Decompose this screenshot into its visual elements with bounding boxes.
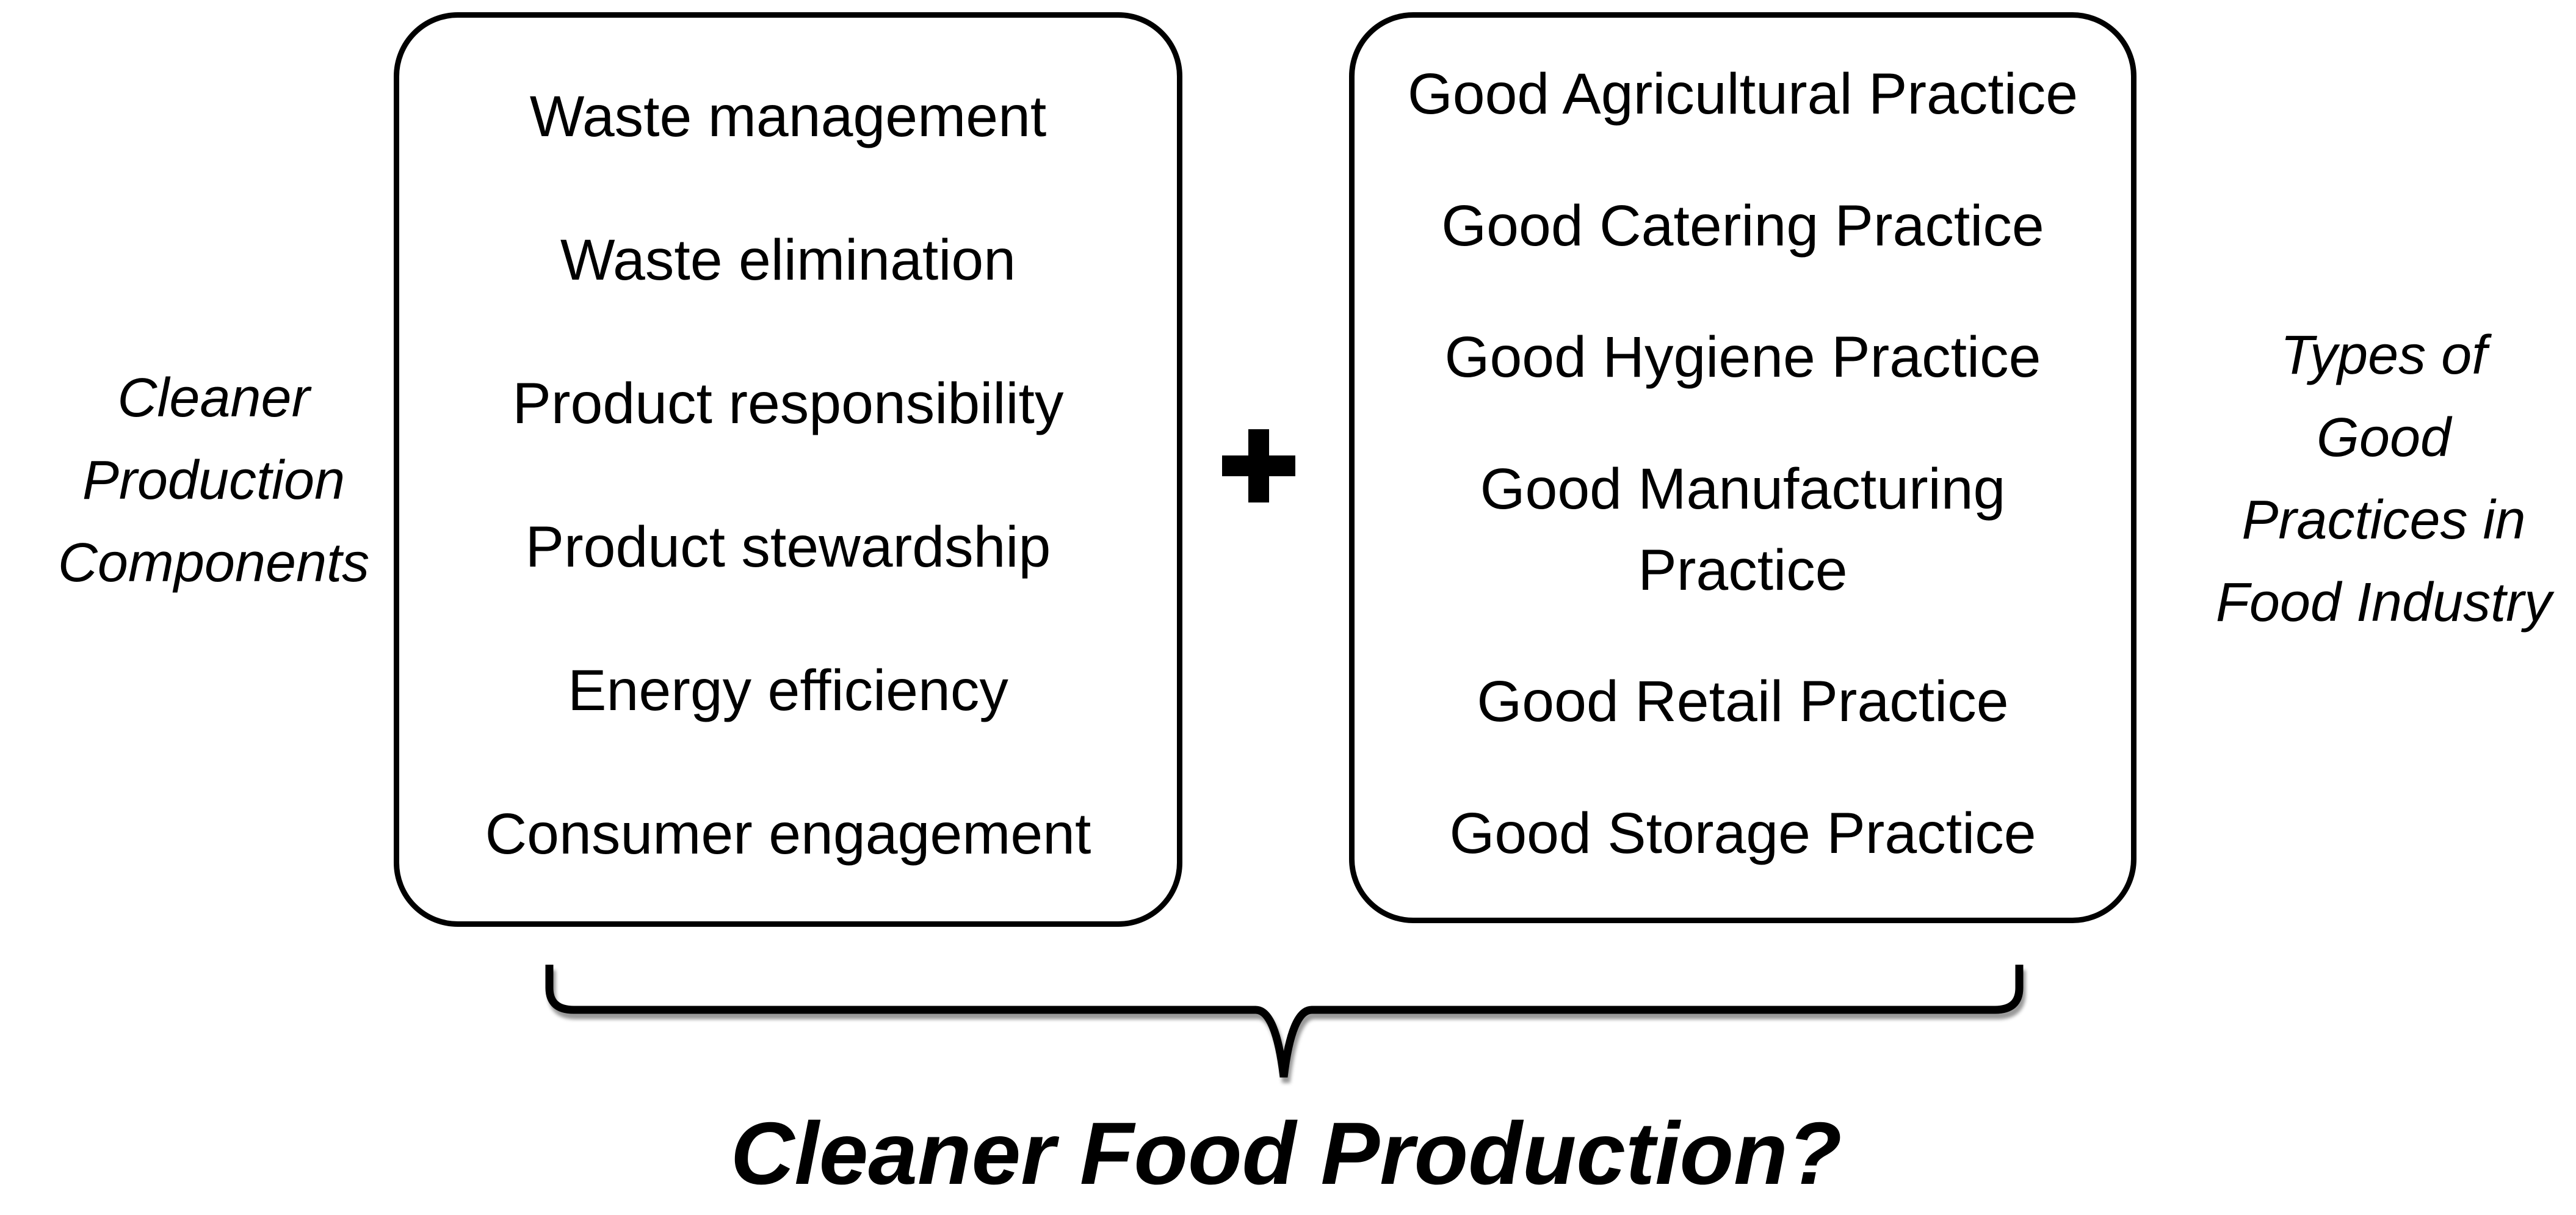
list-item: Waste management (529, 84, 1047, 149)
caption-line: Components (57, 532, 370, 593)
list-item: Consumer engagement (485, 802, 1091, 866)
curly-brace-icon (545, 965, 2024, 1078)
list-item: Energy efficiency (568, 658, 1008, 723)
list-item: Product responsibility (512, 371, 1064, 436)
caption-line: Good (2316, 407, 2451, 468)
caption-line: Cleaner (117, 368, 310, 429)
diagram-title: Cleaner Food Production? (730, 1104, 1842, 1203)
right-caption: Types of Good Practices in Food Industry (2191, 314, 2576, 644)
list-item: Good Catering Practice (1441, 193, 2044, 258)
caption-line: Production (82, 450, 346, 511)
caption-line: Practices in (2241, 490, 2526, 551)
list-item: Good Agricultural Practice (1407, 62, 2079, 127)
list-item: Good Retail Practice (1477, 669, 2009, 734)
plus-vertical-bar (1248, 429, 1269, 502)
plus-icon (1222, 429, 1295, 502)
list-item: Good Hygiene Practice (1444, 325, 2041, 390)
good-practices-box: Good Agricultural Practice Good Catering… (1349, 12, 2136, 923)
list-item: Good Manufacturing Practice (1480, 456, 2006, 603)
cleaner-production-box: Waste management Waste elimination Produ… (394, 12, 1182, 927)
caption-line: Food Industry (2215, 572, 2552, 633)
list-item: Waste elimination (560, 228, 1016, 292)
left-caption: Cleaner Production Components (6, 357, 421, 604)
caption-line: Types of (2280, 325, 2487, 386)
list-item: Product stewardship (525, 515, 1051, 579)
list-item: Good Storage Practice (1449, 800, 2036, 866)
